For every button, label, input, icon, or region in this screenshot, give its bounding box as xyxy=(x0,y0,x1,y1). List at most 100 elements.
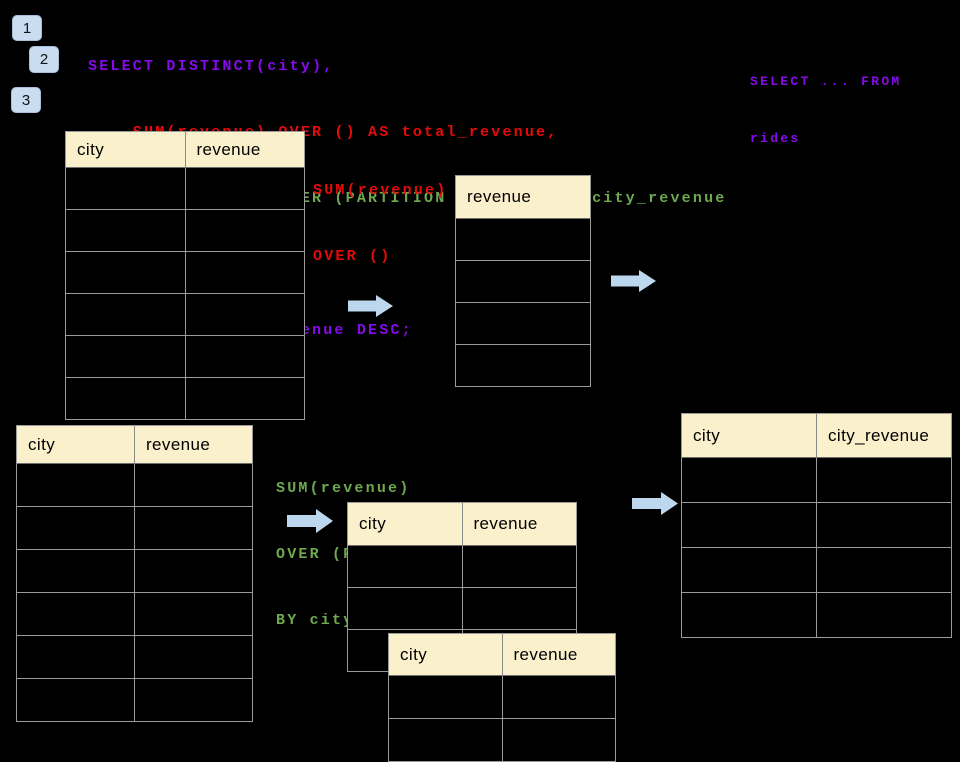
step-badge-1: 1 xyxy=(12,15,42,41)
table-source-top-body xyxy=(66,168,304,419)
table-partition-overlap-body xyxy=(389,676,615,761)
column-header-city: city xyxy=(348,503,463,546)
table-cell-empty xyxy=(817,458,951,502)
table-row xyxy=(348,546,576,588)
table-cell-empty xyxy=(456,261,590,302)
sql-side-snippet-line1: SELECT ... FROM xyxy=(750,74,902,89)
total-revenue-label-line1: SUM(revenue) xyxy=(313,182,448,199)
table-cell-empty xyxy=(348,588,463,629)
table-row xyxy=(17,507,252,550)
table-row xyxy=(456,261,590,303)
table-cell-empty xyxy=(185,294,304,335)
table-total-revenue: revenue xyxy=(455,175,591,387)
sql-side-snippet-line2: rides xyxy=(750,131,801,146)
table-row xyxy=(66,336,304,378)
table-cell-empty xyxy=(502,676,615,718)
table-cell-empty xyxy=(185,252,304,293)
table-row xyxy=(17,636,252,679)
table-row xyxy=(682,503,951,548)
table-row xyxy=(66,294,304,336)
table-row xyxy=(389,676,615,719)
table-source-bottom-header: city revenue xyxy=(17,426,252,464)
column-header-city: city xyxy=(389,634,503,676)
arrow-right-icon xyxy=(611,270,656,292)
column-header-city-revenue: city_revenue xyxy=(817,414,951,458)
column-header-revenue: revenue xyxy=(135,426,252,464)
table-cell-empty xyxy=(682,548,817,592)
table-cell-empty xyxy=(817,548,951,592)
table-row xyxy=(66,378,304,419)
table-cell-empty xyxy=(682,458,817,502)
table-cell-empty xyxy=(389,676,503,718)
table-cell-empty xyxy=(66,252,186,293)
table-cell-empty xyxy=(389,719,503,761)
partition-label-line1: SUM(revenue) xyxy=(276,480,411,497)
table-cell-empty xyxy=(185,378,304,419)
table-cell-empty xyxy=(348,546,463,587)
table-partition-mid-header: city revenue xyxy=(348,503,576,546)
table-cell-empty xyxy=(135,507,252,549)
table-cell-empty xyxy=(682,593,817,637)
table-cell-empty xyxy=(502,719,615,761)
table-cell-empty xyxy=(817,503,951,547)
table-cell-empty xyxy=(17,593,135,635)
table-result-header: city city_revenue xyxy=(682,414,951,458)
table-cell-empty xyxy=(462,546,576,587)
step-badge-3: 3 xyxy=(11,87,41,113)
table-source-top: city revenue xyxy=(65,131,305,420)
table-cell-empty xyxy=(17,679,135,721)
table-cell-empty xyxy=(135,593,252,635)
table-cell-empty xyxy=(135,636,252,678)
table-row xyxy=(456,219,590,261)
table-cell-empty xyxy=(66,168,186,209)
table-total-revenue-header: revenue xyxy=(456,176,590,219)
table-cell-empty xyxy=(66,294,186,335)
table-row xyxy=(17,464,252,507)
table-source-bottom-body xyxy=(17,464,252,721)
arrow-right-icon xyxy=(348,295,393,317)
table-row xyxy=(682,458,951,503)
column-header-city: city xyxy=(17,426,135,464)
column-header-city: city xyxy=(682,414,817,458)
table-cell-empty xyxy=(135,679,252,721)
arrow-right-icon xyxy=(632,492,678,515)
table-source-bottom: city revenue xyxy=(16,425,253,722)
table-row xyxy=(456,345,590,386)
table-row xyxy=(682,593,951,637)
total-revenue-label: SUM(revenue) OVER () xyxy=(313,136,447,290)
table-row xyxy=(66,210,304,252)
sql-side-snippet: SELECT ... FROM rides xyxy=(750,34,902,167)
table-cell-empty xyxy=(682,503,817,547)
table-cell-empty xyxy=(66,336,186,377)
table-row xyxy=(389,719,615,761)
column-header-city: city xyxy=(66,132,186,168)
table-cell-empty xyxy=(17,464,135,506)
table-cell-empty xyxy=(17,507,135,549)
table-cell-empty xyxy=(456,219,590,260)
table-cell-empty xyxy=(817,593,951,637)
table-result-body xyxy=(682,458,951,637)
table-row xyxy=(682,548,951,593)
column-header-revenue: revenue xyxy=(456,176,590,219)
table-cell-empty xyxy=(185,168,304,209)
table-row xyxy=(66,168,304,210)
table-cell-empty xyxy=(456,303,590,344)
table-partition-overlap-header: city revenue xyxy=(389,634,615,676)
total-revenue-label-line2: OVER () xyxy=(313,248,392,265)
step-badge-2: 2 xyxy=(29,46,59,73)
table-row xyxy=(456,303,590,345)
table-row xyxy=(17,550,252,593)
arrow-right-icon xyxy=(287,509,333,533)
table-cell-empty xyxy=(135,464,252,506)
table-row xyxy=(348,588,576,630)
table-cell-empty xyxy=(462,588,576,629)
table-row xyxy=(17,593,252,636)
table-cell-empty xyxy=(66,378,186,419)
table-cell-empty xyxy=(17,550,135,592)
table-cell-empty xyxy=(66,210,186,251)
table-source-top-header: city revenue xyxy=(66,132,304,168)
table-partition-overlap: city revenue xyxy=(388,633,616,762)
table-total-revenue-body xyxy=(456,219,590,386)
table-cell-empty xyxy=(185,336,304,377)
table-cell-empty xyxy=(135,550,252,592)
